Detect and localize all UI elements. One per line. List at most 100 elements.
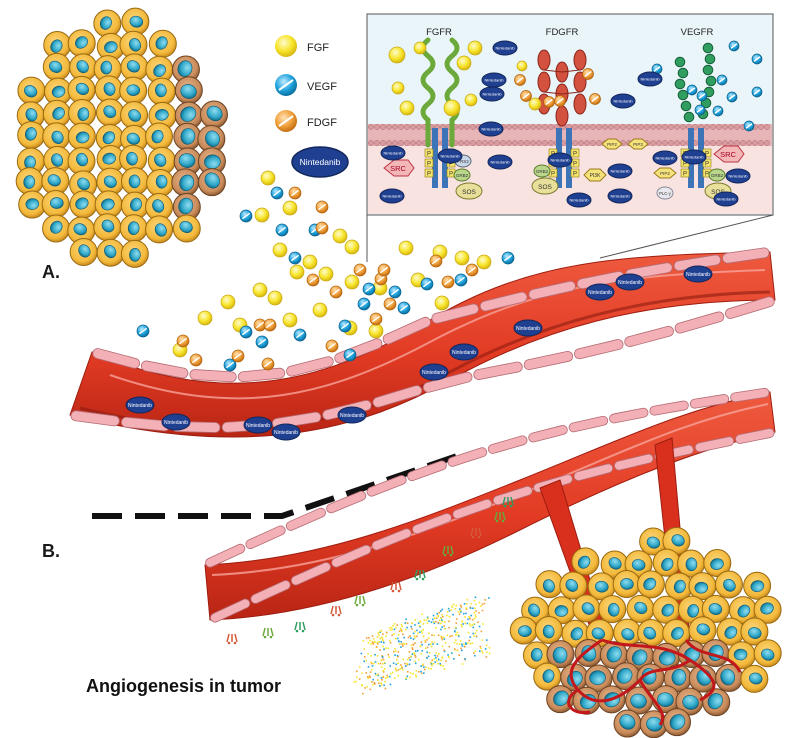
endothelial-cell xyxy=(724,296,775,319)
capillary xyxy=(567,688,591,715)
factor-dot xyxy=(420,672,423,675)
factor-dot xyxy=(465,607,467,609)
endothelial-cell xyxy=(735,428,775,444)
vegf-particle xyxy=(255,335,269,349)
factor-dot xyxy=(381,638,384,641)
phospho-p: P xyxy=(424,168,434,178)
vegf-particle xyxy=(388,285,402,299)
factor-dot xyxy=(431,664,433,667)
factor-dot xyxy=(426,646,429,649)
endothelial-cell xyxy=(528,425,568,443)
factor-dot xyxy=(416,629,418,632)
svg-text:Nintedanib: Nintedanib xyxy=(340,413,364,419)
factor-dot xyxy=(385,677,387,679)
factor-dot xyxy=(455,627,457,630)
fdgf-particle xyxy=(514,74,526,86)
signal-sos-fgfr: SOS xyxy=(455,182,483,200)
fgf-particle xyxy=(443,99,461,117)
factor-dot xyxy=(400,665,403,668)
abnormal-tumor-cell xyxy=(173,122,202,151)
factor-dot xyxy=(481,603,484,606)
factor-dot xyxy=(389,641,392,644)
nintedanib-molecule: Nintedanib xyxy=(481,72,507,88)
nintedanib-molecule: Nintedanib xyxy=(683,265,713,283)
factor-dot xyxy=(421,632,424,634)
factor-dot xyxy=(455,622,458,624)
endothelial-receptor xyxy=(226,633,238,645)
fgf-particle xyxy=(528,97,542,111)
lipid-head xyxy=(524,140,530,146)
endothelial-cell xyxy=(523,351,574,371)
factor-dot xyxy=(478,611,480,614)
factor-dot xyxy=(468,639,471,642)
svg-text:Nintedanib: Nintedanib xyxy=(490,159,510,164)
vegf-particle xyxy=(751,53,763,65)
factor-dot xyxy=(375,674,377,676)
tumor-cell xyxy=(16,147,45,176)
tumor-cell xyxy=(93,213,122,242)
factor-dot xyxy=(389,665,392,667)
factor-dot xyxy=(408,656,411,659)
fgf-particle xyxy=(282,200,298,216)
factor-dot xyxy=(488,597,490,599)
lipid-head xyxy=(626,124,632,130)
phospho-p: P xyxy=(424,148,434,158)
factor-dot xyxy=(446,634,449,637)
lipid-head xyxy=(608,124,614,130)
abnormal-tumor-cell xyxy=(613,709,642,738)
factor-dot xyxy=(411,653,414,655)
tumor-cell xyxy=(147,77,176,106)
factor-dot xyxy=(430,661,432,664)
factor-dot xyxy=(481,609,484,612)
factor-dot xyxy=(370,643,372,645)
svg-text:PIP2: PIP2 xyxy=(607,142,617,147)
vegf-particle xyxy=(288,251,302,265)
vegf-particle xyxy=(275,223,289,237)
abnormal-tumor-cell xyxy=(197,124,226,153)
lipid-head xyxy=(506,124,512,130)
fgf-legend-icon xyxy=(275,35,297,57)
factor-dot xyxy=(365,637,368,639)
endothelial-cell xyxy=(331,544,372,568)
factor-dot xyxy=(377,674,380,677)
factor-dot xyxy=(436,643,439,645)
fdgf-particle xyxy=(261,357,275,371)
lipid-head xyxy=(590,124,596,130)
vegfr-bead xyxy=(683,111,695,123)
vegf-particle xyxy=(716,74,728,86)
lipid-head xyxy=(518,124,524,130)
factor-dot xyxy=(463,643,465,645)
vegfr-bead xyxy=(704,53,716,65)
tumor-cell xyxy=(120,191,149,220)
vegfr-bead xyxy=(677,89,689,101)
lipid-head xyxy=(404,140,410,146)
factor-dot xyxy=(475,616,477,618)
factor-dot xyxy=(379,662,382,665)
tumor-cell xyxy=(148,29,177,58)
factor-dot xyxy=(454,626,457,629)
endothelial-cell xyxy=(366,475,407,497)
factor-dot xyxy=(471,624,474,626)
factor-dot xyxy=(458,613,461,616)
signal-pip3: PIP3 xyxy=(627,138,649,150)
fgf-particle xyxy=(254,207,270,223)
factor-dot xyxy=(382,670,384,672)
lipid-head xyxy=(536,140,542,146)
factor-dot xyxy=(434,654,436,657)
factor-dot xyxy=(467,618,469,621)
svg-text:PI3K: PI3K xyxy=(590,173,602,179)
factor-dot xyxy=(406,663,409,666)
vegfr-bead xyxy=(680,100,692,112)
signal-grb2-fdgfr: GRB2 xyxy=(533,164,551,178)
factor-dot xyxy=(397,674,400,677)
factor-dot xyxy=(441,657,444,659)
factor-dot xyxy=(370,654,372,657)
factor-dot xyxy=(413,635,416,637)
factor-dot xyxy=(400,629,403,631)
factor-dot xyxy=(393,628,396,631)
endothelial-cell xyxy=(447,447,488,467)
tumor-cell xyxy=(69,53,98,82)
factor-dot xyxy=(437,634,440,637)
factor-dot xyxy=(388,627,391,629)
svg-text:Nintedanib: Nintedanib xyxy=(618,280,642,286)
